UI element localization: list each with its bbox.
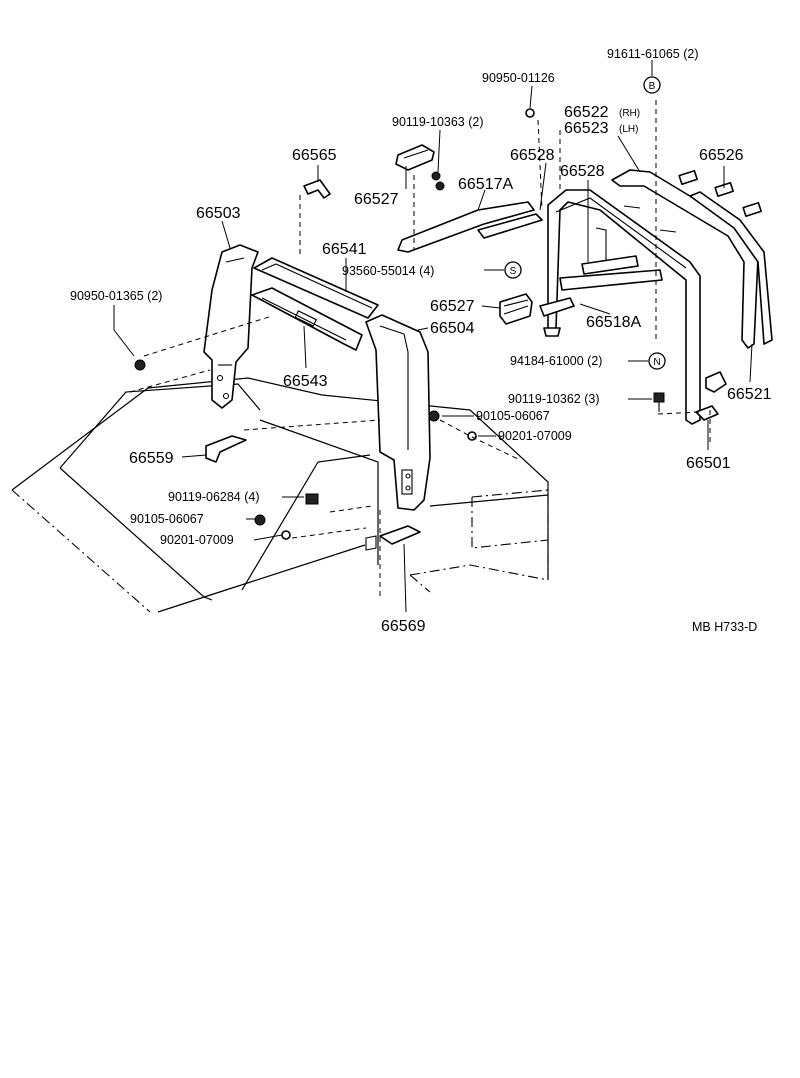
roll-bar-top-66541 [253,257,379,319]
label-66527-upper: 66527 [354,191,399,208]
label-94184-61000: 94184-61000 (2) [510,354,602,368]
pads-66526 [678,169,762,218]
label-66543: 66543 [283,373,328,390]
base-plate-66501 [695,405,719,421]
label-93560-55014: 93560-55014 (4) [342,264,434,278]
assembly-lines [129,100,711,600]
bolt-90119-10362 [653,392,665,412]
leader-lines [113,60,753,613]
nut-90119-10363 [431,171,445,191]
label-91611-61065: 91611-61065 (2) [607,47,699,61]
label-66517A: 66517A [458,176,513,193]
label-90119-10363: 90119-10363 (2) [392,115,484,129]
label-66527-lower: 66527 [430,298,475,315]
label-66523-side: (LH) [619,124,638,135]
diagram-reference: MB H733-D [692,620,757,634]
cab-outline [11,377,549,613]
label-66501: 66501 [686,455,731,472]
label-66528-a: 66528 [510,147,555,164]
label-66559: 66559 [129,450,174,467]
roll-bar-right-66504 [365,314,431,511]
label-66526: 66526 [699,147,744,164]
fasteners-center [134,359,477,540]
label-90119-10362: 90119-10362 (3) [508,392,600,406]
label-90950-01365: 90950-01365 (2) [70,289,162,303]
label-90105-06067-b: 90105-06067 [130,512,204,526]
svg-text:S: S [510,266,517,277]
under-plate-66543 [251,287,363,351]
label-66528-b: 66528 [560,163,605,180]
clip-90950-01126 [525,108,535,118]
label-66518A: 66518A [586,314,641,331]
bracket-66559 [205,435,247,463]
label-90119-06284: 90119-06284 (4) [168,490,260,504]
label-66541: 66541 [322,241,367,258]
label-90950-01126: 90950-01126 [482,71,555,85]
lamp-66527-lower [499,293,533,325]
label-66569: 66569 [381,618,426,635]
svg-text:B: B [649,81,656,92]
bracket-66569 [365,525,421,551]
label-66522: 66522 [564,104,609,121]
marker-s: S [504,261,522,279]
label-66521: 66521 [727,386,772,403]
label-90201-07009-a: 90201-07009 [498,429,572,443]
rear-frame-66518A [539,189,701,425]
marker-b: B [643,76,661,94]
side-rails-66522-66523 [611,169,773,349]
label-66565: 66565 [292,147,337,164]
handle-66517A [397,201,543,253]
label-90105-06067-a: 90105-06067 [476,409,550,423]
bracket-66565 [303,179,331,199]
label-66523: 66523 [564,120,609,137]
label-66504: 66504 [430,320,475,337]
roll-bar-left-66503 [203,244,259,409]
bracket-66521 [705,371,727,393]
label-66522-side: (RH) [619,108,640,119]
marker-n: N [648,352,666,370]
lamp-66527-upper [395,144,435,171]
svg-text:N: N [653,357,660,368]
label-90201-07009-b: 90201-07009 [160,533,234,547]
label-66503: 66503 [196,205,241,222]
